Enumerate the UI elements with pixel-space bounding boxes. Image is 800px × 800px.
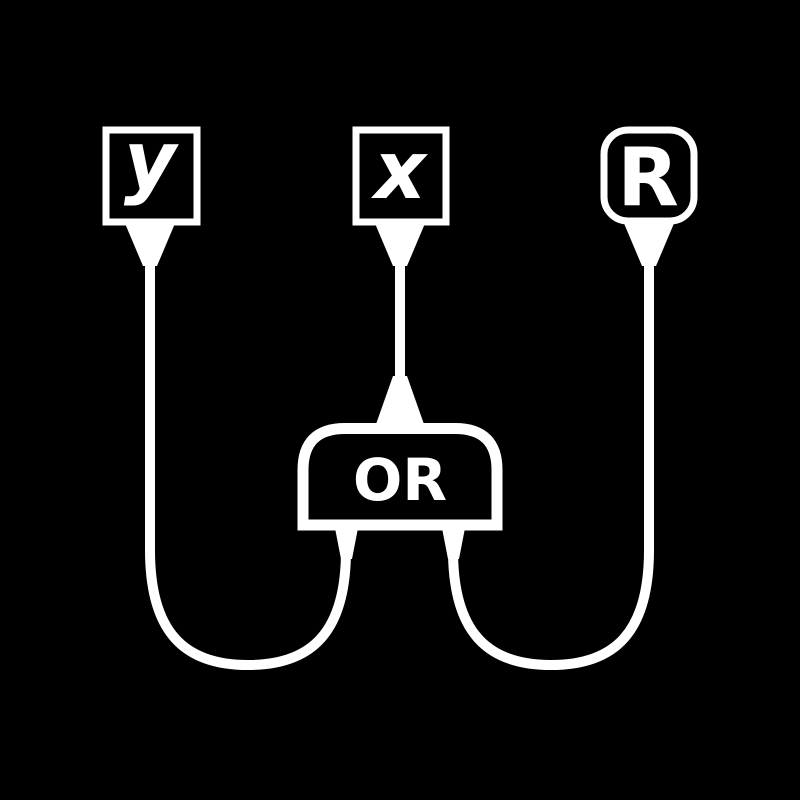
wire-r-to-gate — [448, 258, 654, 671]
or-gate-label: OR — [353, 446, 447, 514]
terminal-x: x — [352, 124, 450, 266]
or-gate-right-pin — [441, 523, 466, 559]
terminal-x-funnel — [374, 221, 426, 266]
or-gate: OR — [297, 376, 503, 559]
terminal-x-label: x — [370, 124, 428, 217]
terminal-x-box — [352, 126, 450, 226]
terminal-y-funnel — [124, 221, 176, 266]
or-gate-left-pin — [334, 523, 359, 559]
terminal-y: y — [102, 114, 201, 266]
terminal-y-box — [102, 126, 201, 226]
terminal-r: R — [600, 126, 698, 266]
wire-y-to-gate — [145, 258, 351, 671]
terminal-y-label: y — [124, 114, 179, 207]
terminal-r-funnel — [623, 221, 675, 266]
wires — [145, 258, 654, 671]
or-gate-inlet-triangle — [375, 376, 425, 427]
or-gate-body — [297, 423, 503, 531]
terminal-r-box — [600, 126, 698, 225]
terminal-r-label: R — [617, 131, 679, 224]
